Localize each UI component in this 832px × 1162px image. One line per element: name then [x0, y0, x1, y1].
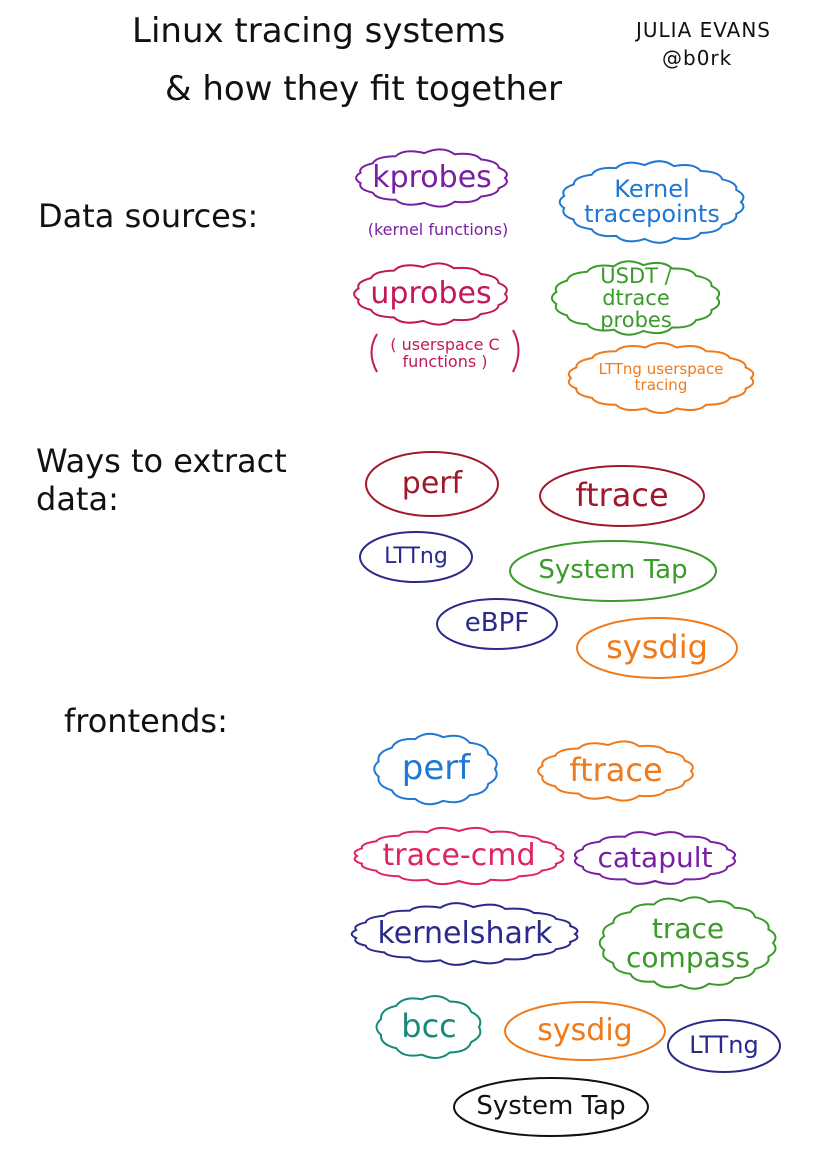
- oval-extract-lttng: [359, 531, 473, 583]
- section-label-frontends: frontends:: [64, 702, 228, 740]
- cloud-usdt: [550, 260, 721, 336]
- section-label-extract-text: Ways to extract data:: [36, 442, 287, 519]
- extract-perf: perf: [401, 466, 463, 502]
- extract-ebpf: eBPF: [464, 608, 530, 639]
- uprobes-note-left-paren: [370, 333, 378, 373]
- section-label-extract: Ways to extract data:: [36, 442, 306, 519]
- uprobes-note-right-paren: [512, 329, 520, 373]
- source-uprobes: uprobes: [370, 276, 492, 312]
- oval-extract-systemtap: [509, 540, 717, 602]
- oval-frontend-systemtap: [453, 1077, 649, 1137]
- source-kernel-tracepoints: Kernel tracepoints: [558, 160, 746, 244]
- source-uprobes-note-text: ( userspace C functions ): [390, 335, 500, 371]
- source-usdt: USDT / dtrace probes: [550, 260, 722, 336]
- cloud-lttng-userspace: [567, 342, 755, 414]
- cloud-frontend-catapult: [574, 831, 736, 885]
- oval-frontend-sysdig: [504, 1001, 666, 1061]
- page-title-line-2: & how they fit together: [165, 69, 562, 109]
- oval-extract-sysdig: [576, 617, 738, 679]
- frontend-trace-cmd: trace-cmd: [382, 838, 536, 874]
- author-name: JULIA EVANS: [636, 18, 771, 42]
- frontend-systemtap: System Tap: [476, 1091, 626, 1122]
- cloud-frontend-kernelshark: [350, 902, 579, 966]
- cloud-frontend-bcc: [375, 995, 482, 1059]
- author-handle: @b0rk: [662, 46, 733, 70]
- frontend-catapult: catapult: [597, 841, 713, 875]
- source-kprobes: kprobes: [372, 160, 492, 196]
- frontend-kernelshark: kernelshark: [377, 916, 553, 952]
- frontend-perf: perf: [401, 748, 471, 789]
- frontend-ftrace: ftrace: [569, 751, 663, 790]
- extract-lttng: LTTng: [384, 544, 448, 570]
- cloud-frontend-trace-cmd: [353, 826, 565, 886]
- oval-extract-perf: [365, 451, 499, 517]
- extract-ftrace: ftrace: [575, 476, 669, 515]
- frontend-sysdig: sysdig: [537, 1013, 633, 1049]
- cloud-uprobes: [353, 262, 508, 326]
- source-lttng-userspace: LTTng userspace tracing: [566, 342, 756, 414]
- frontend-bcc: bcc: [401, 1007, 457, 1046]
- cloud-kprobes: [355, 148, 508, 208]
- oval-extract-ebpf: [436, 598, 558, 650]
- cloud-kernel-tracepoints: [558, 160, 745, 244]
- frontend-trace-compass-text: trace compass: [626, 911, 750, 974]
- source-usdt-text: USDT / dtrace probes: [600, 263, 672, 333]
- frontend-trace-compass: trace compass: [598, 896, 778, 990]
- oval-extract-ftrace: [539, 465, 705, 527]
- frontend-lttng: LTTng: [689, 1031, 759, 1060]
- oval-frontend-lttng: [667, 1019, 781, 1073]
- extract-sysdig: sysdig: [606, 628, 708, 667]
- source-kernel-tracepoints-text: Kernel tracepoints: [584, 174, 720, 228]
- extract-systemtap: System Tap: [538, 555, 688, 586]
- cloud-frontend-trace-compass: [598, 896, 777, 990]
- section-label-data-sources: Data sources:: [38, 197, 259, 235]
- cloud-frontend-perf: [373, 732, 498, 806]
- source-uprobes-note: ( userspace C functions ): [386, 332, 504, 376]
- source-lttng-userspace-text: LTTng userspace tracing: [598, 360, 724, 394]
- cloud-frontend-ftrace: [537, 740, 694, 802]
- page-title-line-1: Linux tracing systems: [132, 11, 506, 51]
- source-kprobes-note: (kernel functions): [367, 219, 509, 239]
